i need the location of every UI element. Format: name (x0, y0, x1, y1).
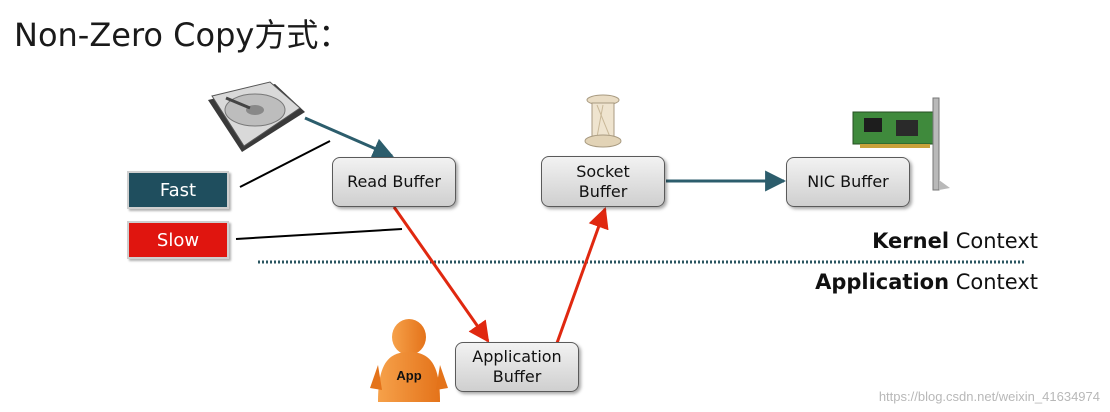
socket-buffer-label-line2: Buffer (578, 181, 628, 201)
slow-legend: Slow (127, 221, 229, 259)
application-context-bold: Application (815, 270, 950, 294)
application-context-label: Application Context (815, 270, 1038, 294)
socket-buffer-label-line1: Socket (576, 161, 630, 181)
kernel-context-bold: Kernel (872, 229, 950, 253)
watermark: https://blog.csdn.net/weixin_41634974 (878, 389, 1100, 404)
slide-title: Non-Zero Copy方式： (14, 16, 351, 54)
slow-legend-connector (235, 228, 403, 240)
network-card-icon (852, 97, 950, 191)
nic-buffer-label: NIC Buffer (807, 172, 889, 191)
pillar-icon (584, 94, 622, 148)
slow-legend-label: Slow (156, 229, 200, 251)
kernel-context-label: Kernel Context (872, 229, 1038, 253)
read-buffer-node: Read Buffer (332, 157, 456, 207)
fast-legend-label: Fast (159, 179, 197, 201)
fast-legend-connector (239, 140, 331, 188)
app-person-icon: App (370, 319, 448, 402)
application-to-socket-buffer-arrow (555, 207, 609, 344)
read-buffer-label: Read Buffer (347, 172, 441, 191)
application-buffer-node: Application Buffer (455, 342, 579, 392)
application-context-rest: Context (949, 270, 1038, 294)
application-buffer-label-line1: Application (472, 347, 562, 366)
read-to-application-buffer-arrow (392, 206, 490, 343)
fast-legend: Fast (127, 171, 229, 209)
socket-buffer-node: Socket Buffer (541, 156, 665, 207)
application-buffer-label-line2: Buffer (492, 367, 542, 386)
disk-to-read-buffer-arrow (304, 116, 394, 159)
kernel-context-rest: Context (949, 229, 1038, 253)
hard-disk-icon (208, 81, 305, 152)
nic-buffer-node: NIC Buffer (786, 157, 910, 207)
app-icon-label: App (396, 368, 421, 383)
